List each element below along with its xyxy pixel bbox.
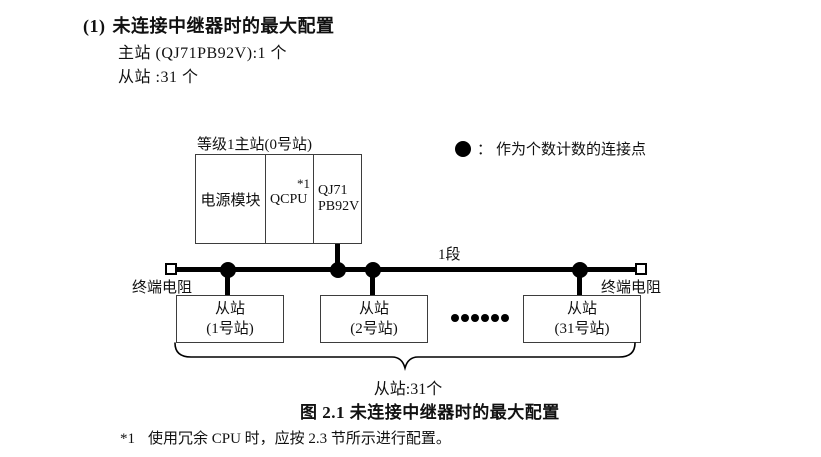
- connection-dot-master: [330, 262, 346, 278]
- master-station-box: 电源模块 *1 QCPU QJ71 PB92V: [195, 154, 362, 244]
- network-module-line2: PB92V: [318, 199, 360, 214]
- slave-box-1: 从站 (1号站): [176, 295, 284, 343]
- connection-dot-slave2: [365, 262, 381, 278]
- connection-dot-slave1: [220, 262, 236, 278]
- figure-caption: 图 2.1 未连接中继器时的最大配置: [300, 403, 560, 422]
- network-module-line1: QJ71: [318, 183, 348, 198]
- terminator-left-icon: [165, 263, 177, 275]
- slave31-connector-line: [577, 271, 582, 295]
- terminator-right-label: 终端电阻: [601, 280, 662, 296]
- section-number: (1): [83, 16, 106, 36]
- terminator-right-icon: [635, 263, 647, 275]
- section-title: 未连接中继器时的最大配置: [112, 16, 335, 36]
- legend: ： 作为个数计数的连接点: [455, 138, 646, 159]
- master-connector-line: [335, 244, 340, 268]
- slave1-station: (1号站): [206, 321, 254, 337]
- slave-total-label: 从站:31个: [373, 381, 443, 398]
- footnote-marker: *1: [120, 431, 135, 447]
- slave31-station: (31号站): [554, 321, 610, 337]
- ellipsis-dots-icon: [451, 314, 509, 322]
- brace-icon: [174, 342, 636, 372]
- footnote-text: 使用冗余 CPU 时，应按 2.3 节所示进行配置。: [148, 431, 451, 447]
- spec-line-master: 主站 (QJ71PB92V):1 个: [118, 45, 288, 62]
- cpu-footnote-marker: *1: [297, 176, 310, 191]
- segment-label: 1段: [438, 247, 461, 263]
- connection-point-icon: [455, 140, 471, 157]
- slave2-connector-line: [370, 271, 375, 295]
- slave-box-2: 从站 (2号站): [320, 295, 428, 343]
- cpu-module-cell: *1 QCPU: [266, 155, 314, 243]
- slave2-name: 从站: [358, 301, 389, 317]
- slave-box-31: 从站 (31号站): [523, 295, 641, 343]
- legend-label: 作为个数计数的连接点: [496, 142, 647, 158]
- bus-line: [171, 267, 641, 272]
- legend-colon: ：: [477, 142, 493, 158]
- slave1-name: 从站: [214, 301, 245, 317]
- spec-line-slave: 从站 :31 个: [118, 69, 199, 86]
- terminator-left-label: 终端电阻: [132, 280, 193, 296]
- power-module-cell: 电源模块: [196, 155, 266, 243]
- section-heading: (1) 未连接中继器时的最大配置: [83, 12, 335, 38]
- connection-dot-slave31: [572, 262, 588, 278]
- slave2-station: (2号站): [350, 321, 398, 337]
- slave1-connector-line: [225, 271, 230, 296]
- network-module-cell: QJ71 PB92V: [314, 155, 361, 243]
- slave31-name: 从站: [566, 301, 597, 317]
- footnote: *1 使用冗余 CPU 时，应按 2.3 节所示进行配置。: [120, 427, 451, 448]
- master-station-label: 等级1主站(0号站): [197, 137, 312, 153]
- cpu-module-label: QCPU: [270, 192, 308, 207]
